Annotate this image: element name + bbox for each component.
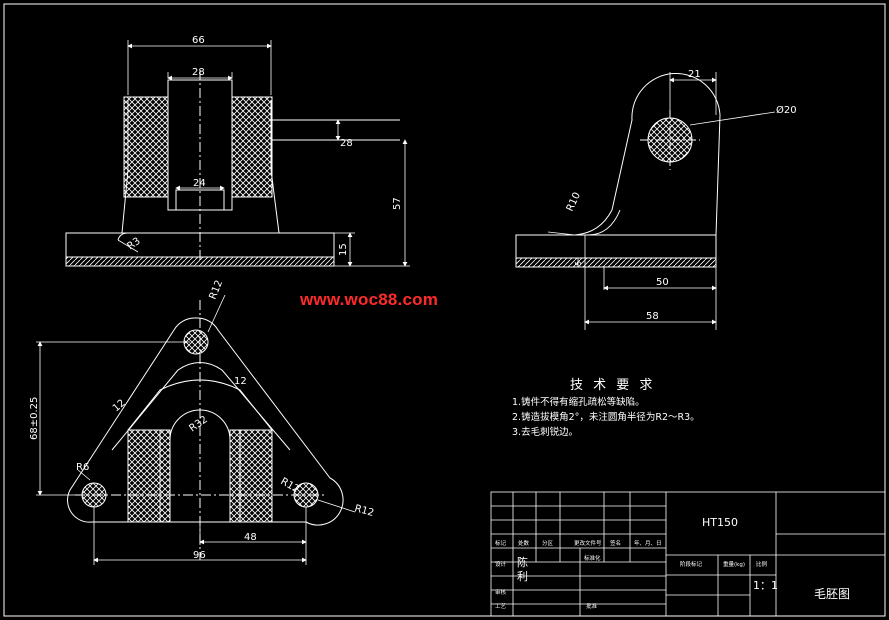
top-view-dims (36, 294, 356, 565)
tech-requirements-title: 技 术 要 求 (570, 378, 656, 393)
side-view-dims (547, 72, 776, 330)
tb-ratio: 比例 (756, 560, 768, 568)
tb-stage: 阶段标记 (680, 560, 703, 568)
dim-phi20: Ø20 (776, 104, 797, 116)
tb-date: 年、月、日 (634, 539, 662, 547)
side-view (515, 73, 721, 268)
dim-r32: R32 (187, 414, 209, 434)
dim-28-side: 28 (340, 138, 353, 149)
tb-design: 设计 (495, 560, 507, 568)
tb-drawing-name: 毛胚图 (814, 587, 850, 601)
dim-28-top: 28 (192, 67, 205, 78)
dim-r3: R3 (125, 236, 142, 253)
tb-zone: 分区 (542, 539, 554, 547)
dim-48: 48 (244, 532, 257, 543)
dim-r12-right2: R12 (353, 503, 375, 519)
tb-mark: 标记 (495, 539, 507, 547)
tb-scale: 1：1 (753, 579, 778, 592)
tb-weight: 重量(kg) (723, 560, 745, 568)
dim-96: 96 (193, 550, 206, 561)
dim-21: 21 (688, 69, 701, 80)
dim-5: 5 (574, 261, 583, 266)
tech-requirement-1: 1.铸件不得有缩孔疏松等缺陷。 (512, 397, 645, 408)
tb-standard: 标准化 (584, 554, 601, 562)
tb-change-doc: 更改文件号 (574, 539, 602, 547)
dim-r6: R6 (76, 462, 89, 473)
dim-66: 66 (192, 35, 205, 46)
tech-requirement-3: 3.去毛刺锐边。 (512, 427, 579, 438)
tb-process: 工艺 (495, 603, 507, 610)
tb-check: 审核 (495, 588, 507, 596)
dim-12-right: 12 (234, 376, 247, 387)
tb-count: 处数 (518, 539, 530, 547)
front-view-dims (117, 40, 410, 267)
dim-57: 57 (392, 197, 403, 210)
tb-sign: 签名 (610, 539, 621, 547)
title-block (490, 491, 886, 617)
dim-r10: R10 (565, 191, 583, 213)
tb-material: HT150 (702, 516, 738, 529)
drawing-border (3, 3, 886, 617)
dim-r12-top: R12 (208, 279, 226, 301)
dim-58: 58 (646, 311, 659, 322)
dim-15: 15 (338, 243, 349, 256)
tech-requirement-2: 2.铸造拔模角2°，未注圆角半径为R2～R3。 (512, 412, 700, 423)
dim-24: 24 (193, 178, 206, 189)
top-view (67, 300, 344, 560)
dim-12-left: 12 (111, 398, 128, 415)
dim-68: 68±0.25 (29, 397, 40, 440)
watermark-text: www.woc88.com (300, 290, 439, 309)
tb-designer-surname: 陈 (517, 555, 528, 569)
tb-designer-name: 利 (517, 570, 528, 583)
dim-50: 50 (656, 277, 669, 288)
tb-approve: 批准 (586, 602, 598, 610)
